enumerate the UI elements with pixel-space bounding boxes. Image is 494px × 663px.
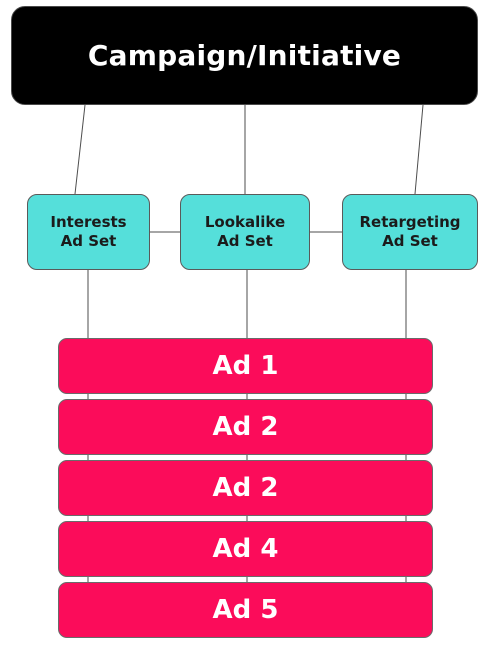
retargeting-ad-set-label-line2: Ad Set [382, 232, 438, 250]
ad-node-1: Ad 1 [58, 338, 433, 394]
connector-campaign-interests [74, 104, 86, 195]
ad-node-3: Ad 2 [58, 460, 433, 516]
campaign-initiative-node: Campaign/Initiative [11, 6, 478, 105]
ad-label-1: Ad 1 [212, 351, 279, 381]
lookalike-ad-set-label-line1: Lookalike [204, 213, 286, 231]
interests-ad-set-label-line1: Interests [50, 213, 127, 231]
ad-node-4: Ad 4 [58, 521, 433, 577]
ad-label-2: Ad 2 [212, 412, 279, 442]
connector-campaign-retargeting [414, 104, 424, 195]
lookalike-ad-set-node: Lookalike Ad Set [180, 194, 310, 270]
interests-ad-set-label-line2: Ad Set [60, 232, 117, 250]
retargeting-ad-set-label-line1: Retargeting [359, 213, 461, 231]
ad-label-3: Ad 2 [212, 473, 279, 503]
interests-ad-set-node: Interests Ad Set [27, 194, 150, 270]
campaign-initiative-label: Campaign/Initiative [87, 39, 402, 72]
lookalike-ad-set-label-line2: Ad Set [217, 232, 273, 250]
ad-node-5: Ad 5 [58, 582, 433, 638]
ad-label-5: Ad 5 [212, 595, 279, 625]
ad-node-2: Ad 2 [58, 399, 433, 455]
ad-label-4: Ad 4 [212, 534, 279, 564]
retargeting-ad-set-node: Retargeting Ad Set [342, 194, 478, 270]
